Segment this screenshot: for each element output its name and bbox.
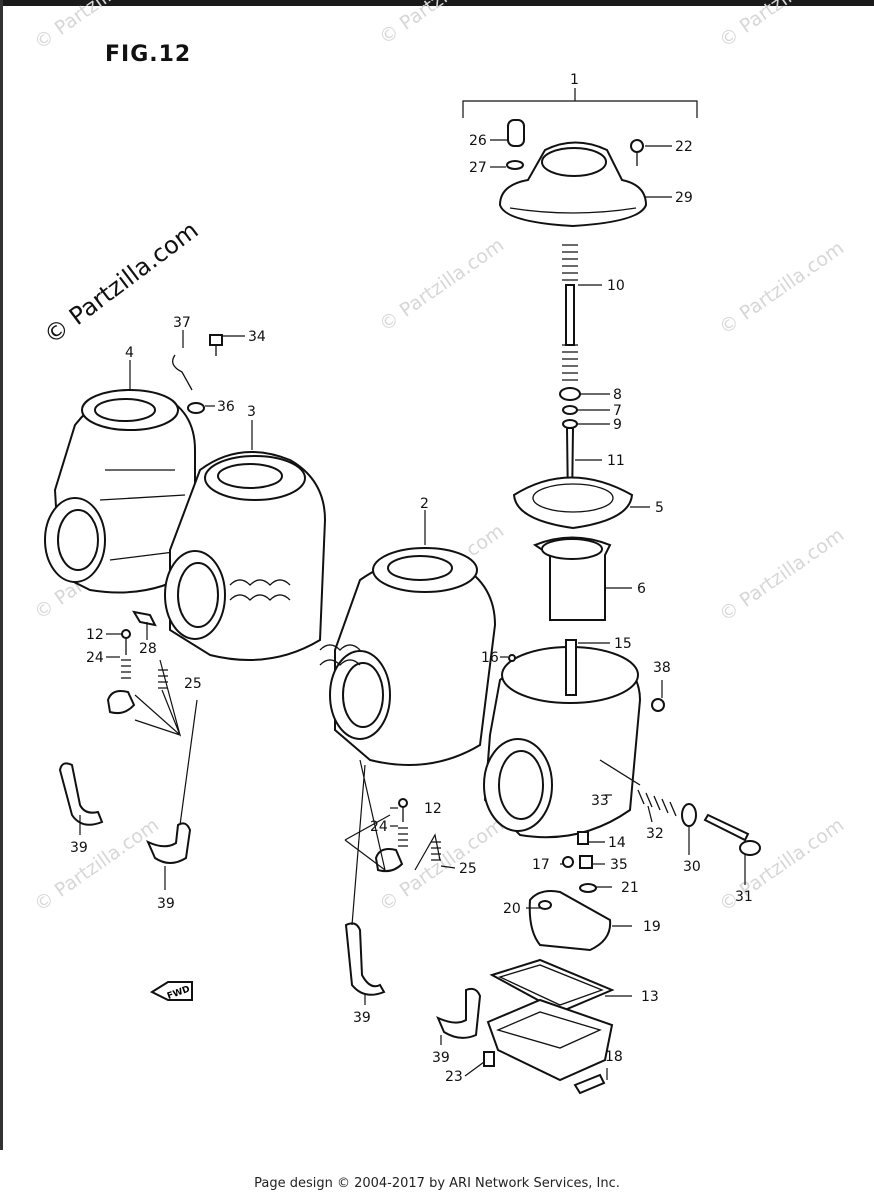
callout-38: 38: [653, 660, 671, 676]
fwd-arrow: FWD: [149, 981, 193, 1002]
callout-16: 16: [481, 650, 499, 666]
callout-1: 1: [570, 72, 579, 88]
callout-39: 39: [432, 1050, 450, 1066]
callout-33: 33: [591, 793, 609, 809]
watermark: © Partzilla.com: [375, 234, 508, 336]
watermark: © Partzilla.com: [715, 524, 848, 626]
callout-labels: 1 26 22 27 29 10 37 34 4 36 3 8 7 9 11 2…: [70, 72, 753, 1085]
callout-10: 10: [607, 278, 625, 294]
callout-29: 29: [675, 190, 693, 206]
part-27: [506, 160, 524, 170]
callout-24: 24: [370, 819, 388, 835]
callout-24: 24: [86, 650, 104, 666]
callout-2: 2: [420, 496, 429, 512]
callout-15: 15: [614, 636, 632, 652]
carb-body-1: [483, 639, 642, 839]
callout-4: 4: [125, 345, 134, 361]
watermark: © Partzilla.com: [715, 237, 848, 339]
left-small-parts: [106, 334, 223, 715]
callout-36: 36: [217, 399, 235, 415]
diaphragm-piston: [512, 476, 634, 621]
page-footer: Page design © 2004-2017 by ARI Network S…: [254, 1176, 620, 1191]
float-assembly: [528, 883, 612, 952]
callout-21: 21: [621, 880, 639, 896]
watermark: © Partzilla.com: [30, 814, 163, 916]
float-bowl: [483, 958, 615, 1095]
callout-25: 25: [184, 676, 202, 692]
callout-22: 22: [675, 139, 693, 155]
callout-23: 23: [445, 1069, 463, 1085]
callout-7: 7: [613, 403, 622, 419]
watermark: © Partzilla.com: [30, 0, 163, 54]
callout-37: 37: [173, 315, 191, 331]
carb-body-2: [319, 547, 497, 766]
callout-12: 12: [424, 801, 442, 817]
callout-13: 13: [641, 989, 659, 1005]
figure-title: FIG.12: [105, 42, 192, 67]
callout-12: 12: [86, 627, 104, 643]
callout-17: 17: [532, 857, 550, 873]
top-border: [0, 0, 874, 6]
callout-20: 20: [503, 901, 521, 917]
callout-34: 34: [248, 329, 266, 345]
idle-screw-set: [637, 789, 761, 856]
callout-31: 31: [735, 889, 753, 905]
spring-needle-column: [559, 244, 581, 506]
part-26: [507, 119, 525, 147]
callout-28: 28: [139, 641, 157, 657]
part-22: [630, 139, 644, 153]
callout-3: 3: [247, 404, 256, 420]
callout-39: 39: [157, 896, 175, 912]
left-border: [0, 0, 3, 1150]
vent-hoses: [58, 762, 482, 1039]
callout-35: 35: [610, 857, 628, 873]
leader-lines: [79, 139, 746, 1080]
carburetor-exploded-diagram: © Partzilla.com © Partzilla.com © Partzi…: [30, 0, 848, 1095]
callout-39: 39: [353, 1010, 371, 1026]
carb-top-cap: [498, 119, 648, 228]
callout-26: 26: [469, 133, 487, 149]
carb-body-3: [164, 451, 327, 661]
callout-5: 5: [655, 500, 664, 516]
callout-18: 18: [605, 1049, 623, 1065]
watermark: © Partzilla.com: [715, 0, 848, 52]
callout-30: 30: [683, 859, 701, 875]
callout-6: 6: [637, 581, 646, 597]
callout-25: 25: [459, 861, 477, 877]
callout-19: 19: [643, 919, 661, 935]
callout-32: 32: [646, 826, 664, 842]
callout-9: 9: [613, 417, 622, 433]
watermark: © Partzilla.com: [375, 0, 508, 49]
callout-11: 11: [607, 453, 625, 469]
callout-14: 14: [608, 835, 626, 851]
assembly-bracket: [462, 88, 698, 118]
callout-27: 27: [469, 160, 487, 176]
callout-8: 8: [613, 387, 622, 403]
carb-body-4: [44, 389, 196, 594]
center-small-parts: [374, 654, 665, 873]
callout-39: 39: [70, 840, 88, 856]
